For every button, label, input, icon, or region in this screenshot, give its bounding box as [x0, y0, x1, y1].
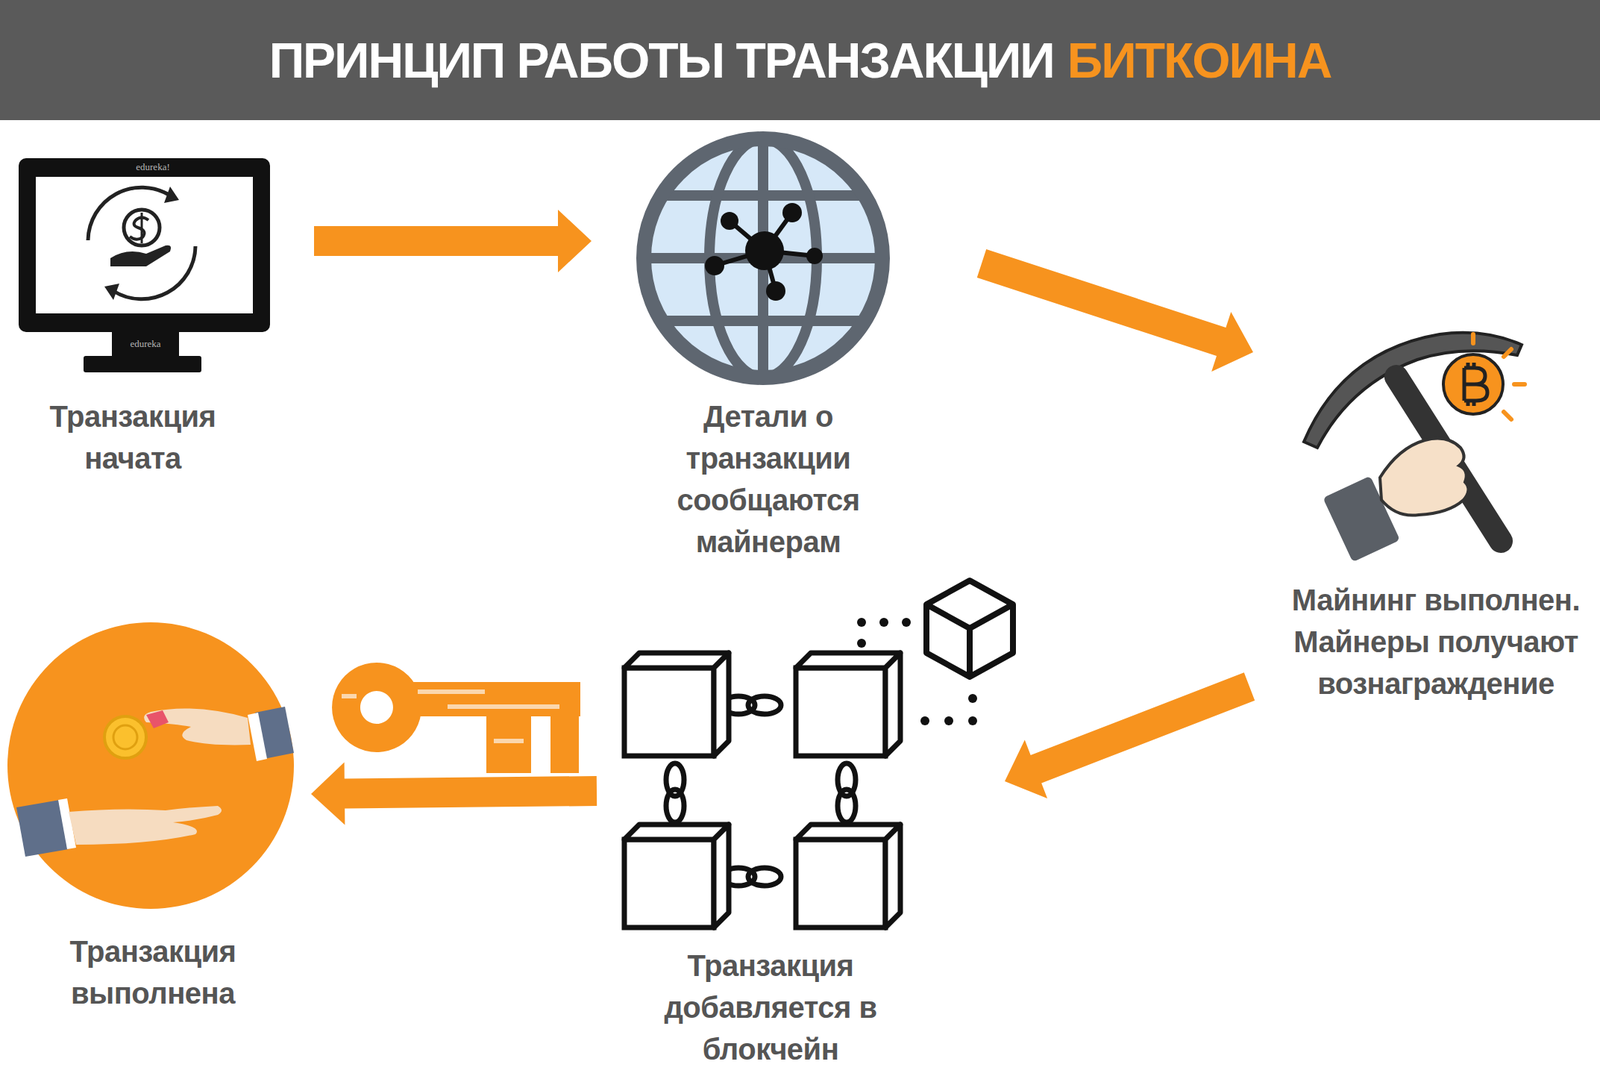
- blockchain-icon: [624, 580, 1013, 928]
- globe-icon: [634, 134, 896, 381]
- monitor-icon: [18, 158, 271, 373]
- key-icon: [331, 662, 581, 773]
- step-node: Майнинг выполнен. Майнеры получают возна…: [1279, 326, 1593, 705]
- step-node: Транзакция добавляется в блокчейн: [624, 576, 1016, 1070]
- payment-icon: [7, 622, 294, 909]
- title-highlight: БИТКОИНА: [1067, 32, 1332, 89]
- flow-arrow: [977, 249, 1254, 372]
- step-caption: Транзакция начата: [49, 395, 217, 479]
- watermark: edureka!: [135, 161, 170, 174]
- step-node: Транзакция начата: [18, 158, 271, 479]
- step-caption: Майнинг выполнен. Майнеры получают возна…: [1279, 578, 1593, 705]
- title-row: ПРИНЦИП РАБОТЫ ТРАНЗАКЦИИБИТКОИНА: [0, 0, 1600, 121]
- step-caption: Транзакция выполнена: [70, 930, 237, 1014]
- title-text: ПРИНЦИП РАБОТЫ ТРАНЗАКЦИИ: [269, 32, 1054, 89]
- flow-arrow: [314, 209, 592, 273]
- step-node: Детали о транзакции сообщаются майнерам: [638, 133, 888, 563]
- watermark: edureka: [129, 337, 161, 350]
- pickaxe-icon: [1303, 332, 1525, 562]
- flow-arrow: [311, 762, 597, 825]
- step-caption: Детали о транзакции сообщаются майнерам: [676, 395, 860, 563]
- step-caption: Транзакция добавляется в блокчейн: [647, 944, 894, 1070]
- step-node: Транзакция выполнена: [7, 622, 294, 1014]
- flow-arrow: [1004, 672, 1255, 799]
